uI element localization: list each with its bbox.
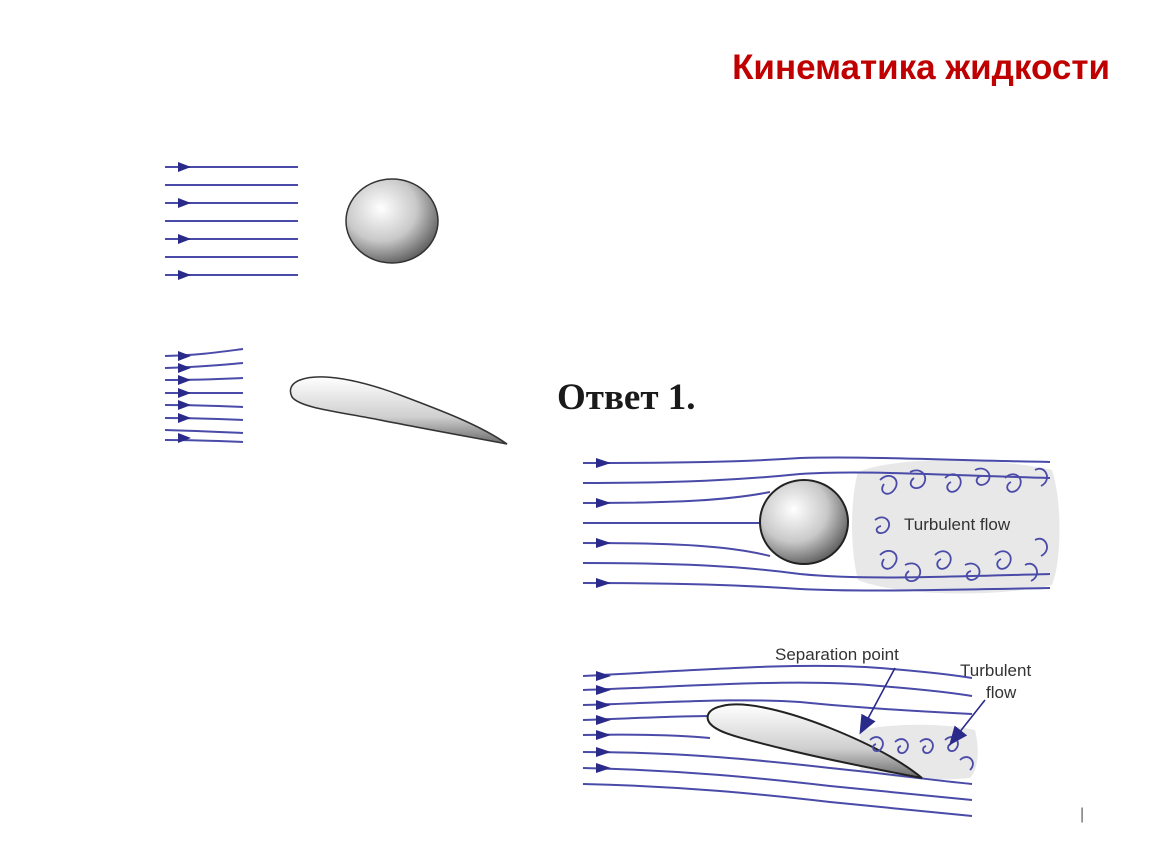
flow-arrows bbox=[178, 162, 191, 280]
answer-sphere-flow: Turbulent flow bbox=[582, 456, 1060, 594]
answer-airfoil bbox=[706, 703, 923, 779]
answer-streamlines bbox=[582, 456, 1051, 592]
turbulent-label-line1: Turbulent bbox=[960, 661, 1031, 680]
pointer-arrows bbox=[859, 667, 986, 746]
turbulent-region bbox=[852, 460, 1060, 594]
question-airfoil-flow bbox=[164, 348, 508, 445]
turbulent-flow-label: Turbulent flow bbox=[904, 515, 1011, 534]
answer-label: Ответ 1. bbox=[557, 377, 696, 418]
answer-airfoil-streamlines bbox=[582, 664, 973, 817]
turbulent-label-line2: flow bbox=[986, 683, 1017, 702]
flow-arrows bbox=[596, 671, 611, 773]
page-title: Кинематика жидкости bbox=[732, 48, 1110, 87]
separation-point-label: Separation point bbox=[775, 645, 899, 664]
flow-arrows bbox=[596, 458, 611, 588]
uniform-streamlines bbox=[165, 166, 298, 276]
page-mark: | bbox=[1080, 806, 1085, 823]
flow-arrows bbox=[178, 351, 191, 443]
question-sphere-flow bbox=[165, 162, 439, 280]
sphere bbox=[345, 178, 439, 264]
answer-sphere bbox=[759, 479, 849, 565]
turbulent-eddies bbox=[874, 467, 1048, 583]
answer-airfoil-flow: Separation point Turbulent flow bbox=[582, 645, 1031, 817]
curved-streamlines bbox=[164, 348, 244, 443]
airfoil bbox=[289, 376, 508, 445]
